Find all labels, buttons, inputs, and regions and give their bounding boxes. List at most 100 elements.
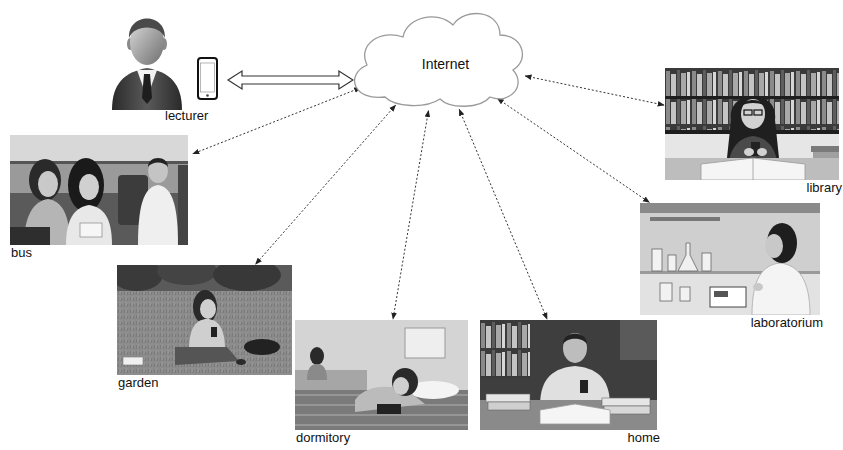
library-photo [744,110,752,115]
lecturer-figure: lecturer [110,5,226,123]
bus-photo [68,158,104,212]
garden-photo [117,291,292,375]
bus-photo [148,158,168,167]
laboratory-photo [652,249,662,271]
library-photo [813,152,839,158]
library-photo [665,68,839,180]
library-photo [811,146,839,152]
bus-photo [10,135,188,245]
dashed-connector [459,109,547,319]
dormitory-photo [392,368,418,396]
laboratory-photo [660,283,672,301]
laboratory-photo [765,234,783,258]
library-photo [701,158,805,180]
library-photo [665,158,839,180]
library-photo [741,99,765,129]
bus-photo [148,159,168,183]
laboratory-photo [640,203,820,315]
library-photo [665,68,839,180]
home-photo [602,398,650,406]
bus-photo [10,135,188,245]
laboratory-photo [640,203,820,213]
double-arrow [228,71,353,89]
photo-caption: garden [117,376,296,390]
dashed-connector [393,111,428,319]
cloud-label: Internet [422,57,469,71]
internet-cloud: Internet [345,5,530,110]
home-photo [563,334,587,345]
laboratory-photo [680,287,690,301]
dormitory-photo [405,328,445,358]
dashed-connector [497,98,649,202]
garden-photo [236,359,246,365]
laboratory-photo [710,287,746,307]
home-photo [486,394,530,402]
phone-icon [206,94,209,97]
bus-photo [66,205,112,245]
bus-photo [79,174,99,200]
dormitory-photo [310,347,324,365]
garden-photo [189,319,225,349]
dormitory-photo [377,404,401,414]
bus-photo [38,171,58,197]
photo-caption: laboratorium [640,316,824,330]
home-photo [540,404,610,424]
dormitory-photo [295,320,468,430]
laboratory-photo [640,203,820,315]
bus-photo [178,165,188,245]
lecturer-icon [142,74,152,104]
laboratory-photo [714,291,728,297]
bus-photo [29,159,61,201]
library-photo [753,158,754,180]
garden-photo [211,327,217,337]
photo-panel: bus [10,135,192,245]
bus-photo [10,227,50,245]
laboratory-photo [752,263,810,315]
bus-photo [138,185,178,245]
laboratory-photo [753,283,763,291]
home-photo [563,333,587,363]
garden-photo [244,339,280,355]
lecturer-icon [112,19,182,111]
home-photo [620,320,657,360]
garden-photo [213,265,281,291]
library-photo [741,100,765,106]
person-label: lecturer [165,109,208,123]
garden-photo [117,265,292,375]
dashed-connector [256,105,396,264]
dormitory-photo [393,377,409,395]
photo-panel: garden [117,265,296,375]
photo-panel: home [480,320,661,430]
photo-panel: library [665,68,843,180]
library-photo [757,148,767,156]
lecturer-icon [129,19,165,39]
garden-photo [123,357,143,365]
dormitory-photo [307,364,327,380]
cloud-outline [355,14,523,107]
photo-caption: library [665,181,843,195]
garden-photo [193,290,217,324]
home-photo [480,320,657,430]
home-photo [480,320,530,378]
laboratory-photo [678,243,698,271]
dashed-connector [525,76,664,105]
bus-photo [80,223,102,237]
home-photo [580,380,588,393]
photo-caption: dormitory [295,431,472,445]
garden-photo [200,299,216,319]
home-photo [604,406,650,414]
garden-photo [117,265,163,291]
library-photo [754,110,762,115]
home-photo [480,320,657,430]
garden-photo [175,347,239,365]
photo-caption: home [480,431,661,445]
library-photo [744,148,754,156]
home-photo [488,402,530,410]
connector-group [193,71,664,319]
laboratory-photo [650,217,720,221]
lecturer-icon [112,68,182,110]
phone-icon [198,58,217,99]
library-photo [665,68,839,134]
